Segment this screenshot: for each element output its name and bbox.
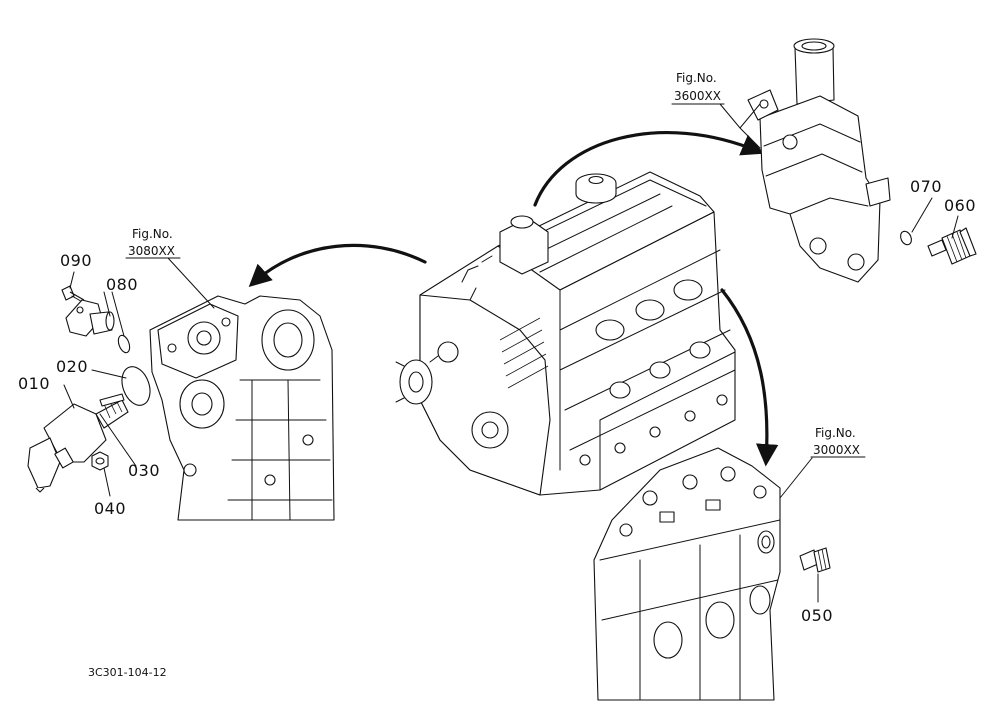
o-ring-020-part xyxy=(121,366,151,406)
crankcase-section xyxy=(593,447,781,701)
fig-ref-label: Fig.No. xyxy=(815,426,856,440)
leader-line xyxy=(951,215,959,239)
fig-ref-number: 3000XX xyxy=(813,443,860,457)
o-ring-080-part xyxy=(117,334,131,354)
leader-line xyxy=(63,384,75,409)
fig-ref-gear-case: Fig.No. 3080XX xyxy=(125,227,181,259)
leader-line xyxy=(167,257,215,309)
thermostat-assembly xyxy=(747,38,891,283)
callout-040: 040 xyxy=(94,499,126,518)
sensor-060-part xyxy=(927,227,977,265)
fig-ref-number: 3600XX xyxy=(674,89,721,103)
callout-080: 080 xyxy=(106,275,138,294)
callout-070: 070 xyxy=(910,177,942,196)
leader-line xyxy=(69,271,75,289)
leader-line xyxy=(911,197,933,233)
engine-assembly xyxy=(395,171,736,496)
leader-line xyxy=(103,291,125,337)
arrow-to-gear-case xyxy=(248,243,427,288)
leader-line xyxy=(99,413,137,467)
callout-050: 050 xyxy=(801,606,833,625)
leader-line xyxy=(719,103,761,149)
leader-line xyxy=(779,457,813,499)
valve-010-part xyxy=(27,399,129,493)
callout-060: 060 xyxy=(944,196,976,215)
drawing-code: 3C301-104-12 xyxy=(88,666,167,679)
callout-090: 090 xyxy=(60,251,92,270)
plug-050-part xyxy=(799,547,831,573)
bolt-090-part xyxy=(61,285,87,305)
leader-line xyxy=(103,467,111,497)
arrow-to-thermostat xyxy=(533,131,765,207)
arrow-to-crankcase xyxy=(720,288,779,467)
callout-010: 010 xyxy=(18,374,50,393)
fig-ref-label: Fig.No. xyxy=(676,71,717,85)
fig-ref-number: 3080XX xyxy=(128,244,175,258)
shaft-030-part xyxy=(99,393,125,407)
o-ring-070-part xyxy=(900,230,912,246)
callout-030: 030 xyxy=(128,461,160,480)
leader-line xyxy=(91,369,127,379)
gear-case-section xyxy=(149,295,335,521)
fig-ref-crankcase: Fig.No. 3000XX xyxy=(810,426,866,458)
fig-ref-label: Fig.No. xyxy=(132,227,173,241)
fig-ref-thermostat: Fig.No. 3600XX xyxy=(671,71,725,105)
sensor-080-part xyxy=(65,299,115,337)
nut-040-part xyxy=(91,451,109,471)
callout-020: 020 xyxy=(56,357,88,376)
